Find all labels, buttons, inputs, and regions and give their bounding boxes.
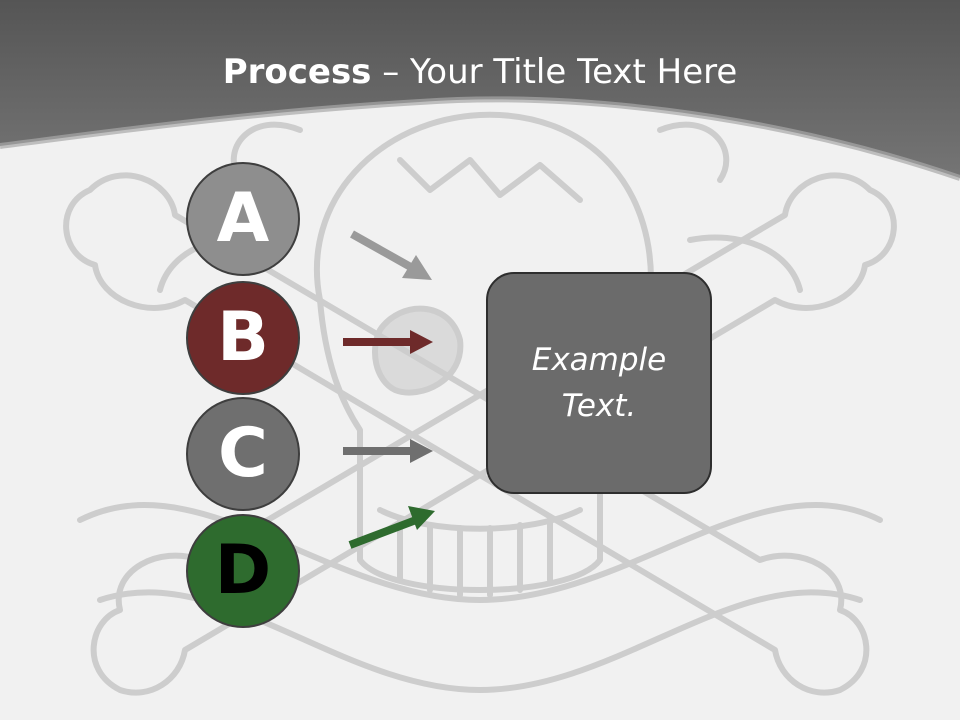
step-badge-d: D — [186, 514, 300, 628]
slide-title-rest: – Your Title Text Here — [371, 52, 738, 92]
example-text-box: Example Text. — [486, 272, 712, 494]
arrow-b — [343, 330, 433, 354]
header-band — [0, 0, 960, 181]
arrow-c — [343, 439, 433, 463]
step-badge-b: B — [186, 281, 300, 395]
arrow-a — [350, 230, 432, 280]
slide-title-bold: Process — [222, 52, 372, 92]
arrow-d — [348, 506, 435, 549]
slide-title: Process – Your Title Text Here — [0, 52, 960, 92]
step-badge-a: A — [186, 162, 300, 276]
step-badge-c: C — [186, 397, 300, 511]
example-text: Example Text. — [531, 341, 667, 425]
